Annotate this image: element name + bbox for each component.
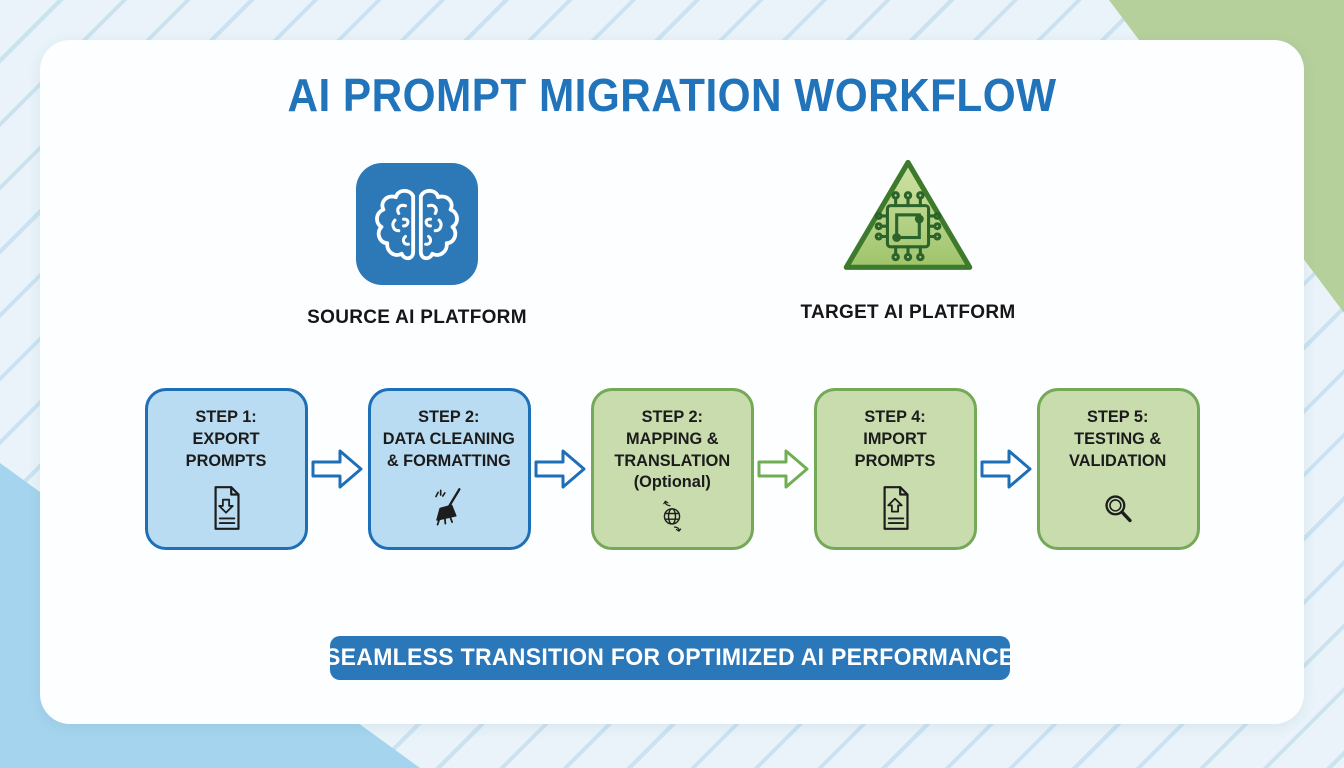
source-icon-holder xyxy=(356,155,478,293)
target-platform: TARGET AI PLATFORM xyxy=(788,150,1028,324)
brain-icon xyxy=(356,163,478,285)
step-2-label: STEP 2: DATA CLEANING & FORMATTING xyxy=(382,407,516,470)
step-4-import-prompts: STEP 4: IMPORT PROMPTS xyxy=(813,388,977,550)
step-3-mapping-translation: STEP 2: MAPPING & TRANSLATION (Optional) xyxy=(590,388,754,550)
source-platform: SOURCE AI PLATFORM xyxy=(297,155,537,329)
arrow-step2-step3 xyxy=(534,449,585,489)
globe-translate-icon xyxy=(663,500,682,532)
workflow-steps-row: STEP 1: EXPORT PROMPTS STEP 2: xyxy=(40,388,1304,550)
document-download-icon xyxy=(214,486,240,530)
spark-icon xyxy=(435,489,446,498)
target-platform-label: TARGET AI PLATFORM xyxy=(800,302,1016,323)
step-4-label: STEP 4: IMPORT PROMPTS xyxy=(854,407,936,470)
arrow-step3-step4 xyxy=(757,449,808,489)
step-1-label: STEP 1: EXPORT PROMPTS xyxy=(185,407,267,470)
broom-icon xyxy=(435,488,461,526)
bottom-banner: SEAMLESS TRANSITION FOR OPTIMIZED AI PER… xyxy=(325,636,1014,680)
brain-right-hemisphere xyxy=(418,188,459,261)
document-upload-icon xyxy=(883,486,909,530)
brain-left-hemisphere xyxy=(375,188,416,261)
target-icon-holder xyxy=(836,150,980,288)
step-1-export-prompts: STEP 1: EXPORT PROMPTS xyxy=(144,388,308,550)
chip-triangle-icon xyxy=(843,159,973,270)
magnifier-icon xyxy=(1105,495,1132,523)
step-2-data-cleaning: STEP 2: DATA CLEANING & FORMATTING xyxy=(367,388,531,550)
chip-icon xyxy=(874,191,942,262)
source-platform-label: SOURCE AI PLATFORM xyxy=(307,307,527,328)
banner-text: SEAMLESS TRANSITION FOR OPTIMIZED AI PER… xyxy=(325,644,1015,671)
arrow-step1-step2 xyxy=(311,449,362,489)
step-3-label: STEP 2: MAPPING & TRANSLATION (Optional) xyxy=(614,407,730,492)
step-5-label: STEP 5: TESTING & VALIDATION xyxy=(1069,407,1167,470)
page-title: AI PROMPT MIGRATION WORKFLOW xyxy=(287,69,1057,121)
content-card: AI PROMPT MIGRATION WORKFLOW xyxy=(40,40,1304,724)
arrow-step4-step5 xyxy=(980,449,1031,489)
step-5-testing-validation: STEP 5: TESTING & VALIDATION xyxy=(1036,388,1200,550)
